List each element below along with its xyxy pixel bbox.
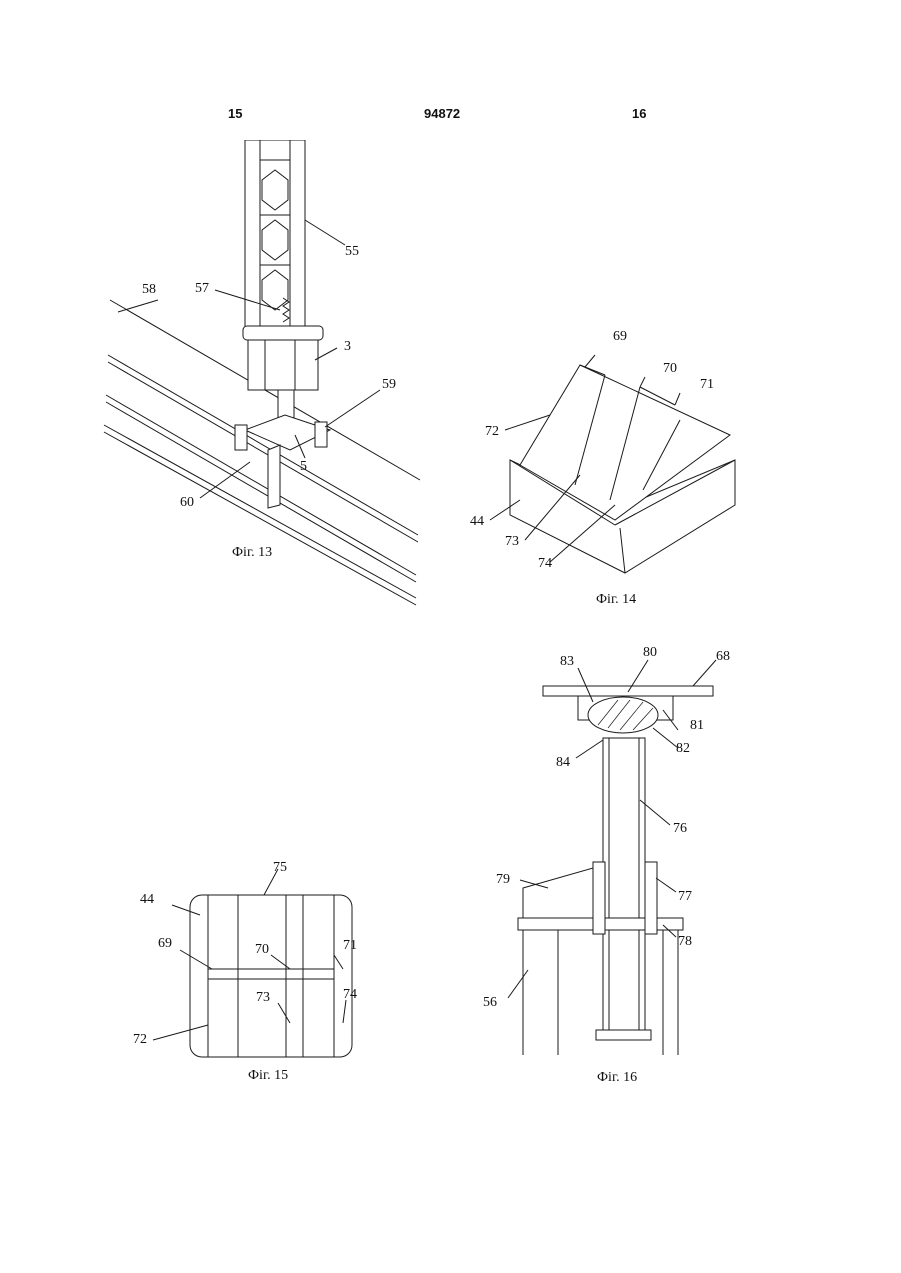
- fig15-label: 74: [343, 987, 357, 1002]
- fig16-label: 80: [643, 645, 657, 660]
- fig13-label: 59: [382, 377, 396, 392]
- fig14-label: 74: [538, 556, 552, 571]
- figure-15-caption: Фіг. 15: [248, 1068, 288, 1084]
- fig13-label: 57: [195, 281, 209, 296]
- figure-16-caption: Фіг. 16: [597, 1070, 637, 1086]
- right-page-number: 16: [632, 106, 646, 121]
- fig13-label: 60: [180, 495, 194, 510]
- fig16-label: 82: [676, 741, 690, 756]
- fig13-label: 58: [142, 282, 156, 297]
- fig16-label: 78: [678, 934, 692, 949]
- fig13-label: 5: [300, 459, 307, 474]
- fig16-label: 83: [560, 654, 574, 669]
- fig15-label: 75: [273, 860, 287, 875]
- fig14-label: 70: [663, 361, 677, 376]
- figure-16: 83 80 68 81 82 84 76 79 77 78 56: [478, 640, 748, 1060]
- fig15-label: 73: [256, 990, 270, 1005]
- fig15-label: 69: [158, 936, 172, 951]
- fig14-label: 44: [470, 514, 484, 529]
- figure-13-caption: Фіг. 13: [232, 545, 272, 561]
- fig14-label: 73: [505, 534, 519, 549]
- fig16-label: 76: [673, 821, 687, 836]
- fig15-label: 72: [133, 1032, 147, 1047]
- fig16-label: 56: [483, 995, 497, 1010]
- fig16-label: 84: [556, 755, 570, 770]
- figure-14-caption: Фіг. 14: [596, 592, 636, 608]
- fig15-label: 71: [343, 938, 357, 953]
- figure-14: 69 70 71 72 44 73 74: [465, 325, 755, 580]
- fig14-label: 71: [700, 377, 714, 392]
- fig16-label: 79: [496, 872, 510, 887]
- fig15-label: 44: [140, 892, 154, 907]
- fig13-label: 55: [345, 244, 359, 259]
- fig14-label: 69: [613, 329, 627, 344]
- fig14-label: 72: [485, 424, 499, 439]
- left-page-number: 15: [228, 106, 242, 121]
- fig16-label: 68: [716, 649, 730, 664]
- figure-15: 75 44 69 70 71 73 74 72: [128, 855, 378, 1065]
- fig16-label: 77: [678, 889, 692, 904]
- figure-13: 55 58 57 3 59 5 60: [100, 140, 430, 610]
- fig16-label: 81: [690, 718, 704, 733]
- patent-number: 94872: [424, 106, 460, 121]
- fig15-label: 70: [255, 942, 269, 957]
- fig13-label: 3: [344, 339, 351, 354]
